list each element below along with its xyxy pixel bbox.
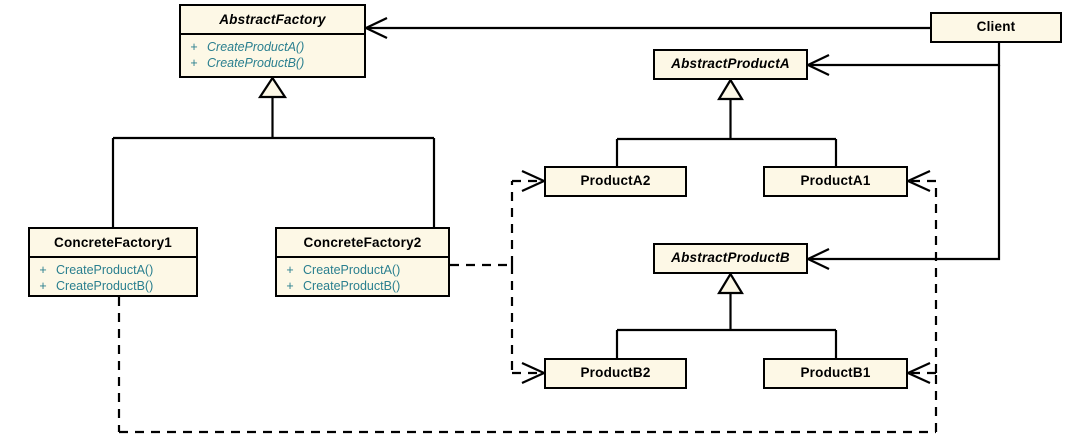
class-box-product-a2[interactable]: ProductA2 <box>544 166 687 197</box>
open-arrowhead-icon <box>805 54 830 76</box>
class-name-abstract-product-b: AbstractProductB <box>671 250 790 265</box>
class-name-product-b2: ProductB2 <box>580 365 651 380</box>
class-name-abstract-product-a: AbstractProductA <box>671 56 790 71</box>
generalization-productb-abstractproductb <box>615 271 838 358</box>
class-name-abstract-factory: AbstractFactory <box>181 6 364 35</box>
open-arrowhead-icon <box>905 169 931 193</box>
class-member: + CreateProductB() <box>181 55 364 71</box>
member-visibility: + <box>39 262 47 277</box>
generalization-triangle-icon <box>717 77 744 101</box>
member-signature: CreateProductB() <box>207 55 305 70</box>
class-box-product-a1[interactable]: ProductA1 <box>763 166 908 197</box>
class-box-product-b1[interactable]: ProductB1 <box>763 358 908 389</box>
class-box-client[interactable]: Client <box>930 12 1062 43</box>
generalization-triangle-icon <box>257 75 288 99</box>
dependency-concretefactory1-products <box>117 169 938 434</box>
member-signature: CreateProductA() <box>56 262 154 277</box>
open-arrowhead-icon <box>905 361 931 385</box>
class-member: + CreateProductB() <box>277 278 448 294</box>
generalization-concretefactory-abstractfactory <box>111 75 436 227</box>
class-member: + CreateProductA() <box>277 262 448 278</box>
class-name-product-b1: ProductB1 <box>800 365 871 380</box>
member-visibility: + <box>190 55 198 70</box>
class-member: + CreateProductA() <box>30 262 196 278</box>
member-visibility: + <box>190 39 198 54</box>
class-box-concrete-factory-1[interactable]: ConcreteFactory1 + CreateProductA() + Cr… <box>28 227 198 297</box>
generalization-producta-abstractproducta <box>615 77 838 166</box>
class-member: + CreateProductA() <box>181 39 364 55</box>
member-signature: CreateProductB() <box>56 278 154 293</box>
edge-line <box>810 43 1001 67</box>
class-name-client: Client <box>976 19 1016 34</box>
open-arrowhead-icon <box>363 17 388 39</box>
member-visibility: + <box>39 278 47 293</box>
member-signature: CreateProductA() <box>303 262 401 277</box>
dependency-concretefactory2-products <box>450 169 547 385</box>
class-box-abstract-product-a[interactable]: AbstractProductA <box>653 49 808 80</box>
class-box-abstract-factory[interactable]: AbstractFactory + CreateProductA() + Cre… <box>179 4 366 78</box>
class-members-concrete-factory-1: + CreateProductA() + CreateProductB() <box>30 258 196 299</box>
open-arrowhead-icon <box>805 248 830 270</box>
class-member: + CreateProductB() <box>30 278 196 294</box>
association-client-abstractproducta <box>805 43 1001 76</box>
member-signature: CreateProductA() <box>207 39 305 54</box>
class-name-concrete-factory-2: ConcreteFactory2 <box>277 229 448 258</box>
class-box-product-b2[interactable]: ProductB2 <box>544 358 687 389</box>
member-visibility: + <box>286 262 294 277</box>
class-members-abstract-factory: + CreateProductA() + CreateProductB() <box>181 35 364 76</box>
class-members-concrete-factory-2: + CreateProductA() + CreateProductB() <box>277 258 448 299</box>
member-signature: CreateProductB() <box>303 278 401 293</box>
generalization-triangle-icon <box>717 271 744 295</box>
class-box-abstract-product-b[interactable]: AbstractProductB <box>653 243 808 274</box>
association-client-abstractfactory <box>363 17 930 39</box>
class-box-concrete-factory-2[interactable]: ConcreteFactory2 + CreateProductA() + Cr… <box>275 227 450 297</box>
edge-line <box>810 65 1001 261</box>
class-name-product-a2: ProductA2 <box>580 173 651 188</box>
class-name-concrete-factory-1: ConcreteFactory1 <box>30 229 196 258</box>
class-name-product-a1: ProductA1 <box>800 173 871 188</box>
member-visibility: + <box>286 278 294 293</box>
association-client-abstractproductb <box>805 65 1001 270</box>
